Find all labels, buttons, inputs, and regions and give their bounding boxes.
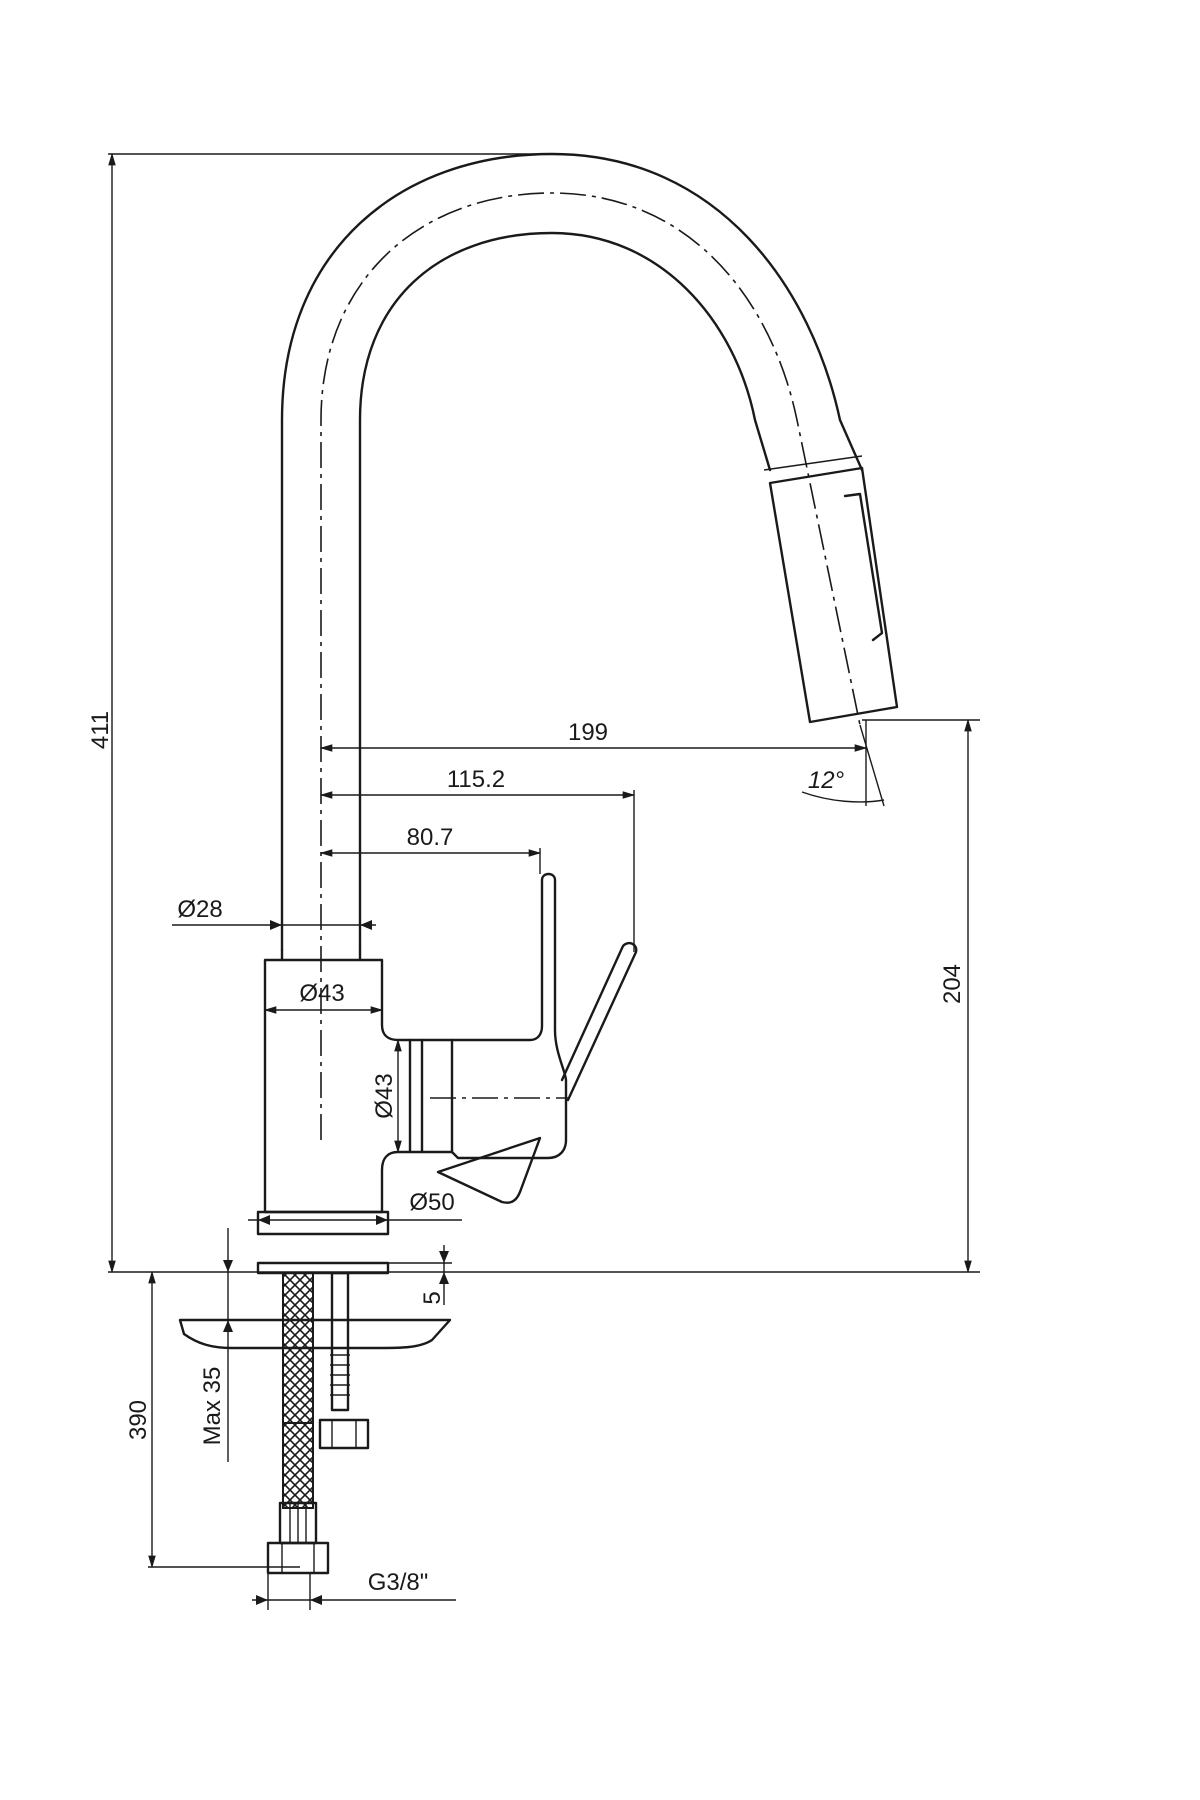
handle-lever-arm (560, 941, 638, 1102)
hose-nut-top (318, 1418, 370, 1450)
base-plate (256, 1261, 390, 1275)
label-12-deg: 12° (808, 767, 845, 794)
label-dia-43-body: Ø43 (299, 980, 344, 1007)
dimension-labels: 411 199 115.2 80.7 Ø28 Ø43 Ø43 Ø50 204 1… (87, 711, 966, 1596)
stud-thread (330, 1354, 350, 1396)
mounting-bracket (178, 1318, 452, 1350)
handle-lower-lip (436, 1136, 542, 1204)
label-g38: G3/8" (368, 1569, 429, 1596)
hose-nut-top-lines (331, 1420, 357, 1448)
spout-outer-curve (280, 152, 864, 952)
label-dia-43-handle: Ø43 (371, 1073, 398, 1118)
label-dia-28: Ø28 (177, 896, 222, 923)
mounting-stud (330, 1271, 350, 1412)
spout-inner-curve (358, 231, 772, 952)
label-390: 390 (125, 1400, 152, 1440)
angle-arc (801, 791, 885, 803)
dimension-lines (108, 152, 980, 1610)
label-dia-50: Ø50 (409, 1189, 454, 1216)
braided-hose-lower (282, 1422, 314, 1509)
label-204: 204 (939, 964, 966, 1004)
label-5: 5 (419, 1291, 446, 1304)
label-80-7: 80.7 (407, 824, 454, 851)
label-411: 411 (87, 711, 114, 749)
angle-slant (859, 724, 885, 807)
spout-centerline (320, 192, 861, 1140)
thickness-5-arrows (439, 1251, 449, 1284)
faucet-outline (178, 152, 899, 1575)
spray-seam (763, 455, 863, 471)
label-max-35: Max 35 (199, 1367, 226, 1446)
spray-head-button (843, 492, 884, 642)
label-115-2: 115.2 (447, 766, 505, 793)
spray-head (768, 466, 899, 724)
label-199: 199 (568, 719, 608, 746)
handle-cartridge (408, 1038, 454, 1154)
hose-ferrule-lines (289, 1503, 307, 1543)
handle-lever-body (450, 872, 568, 1160)
hose-nut-bottom (266, 1541, 330, 1575)
base-ring (256, 1210, 390, 1236)
hose-nut-bottom-lines (281, 1543, 315, 1573)
